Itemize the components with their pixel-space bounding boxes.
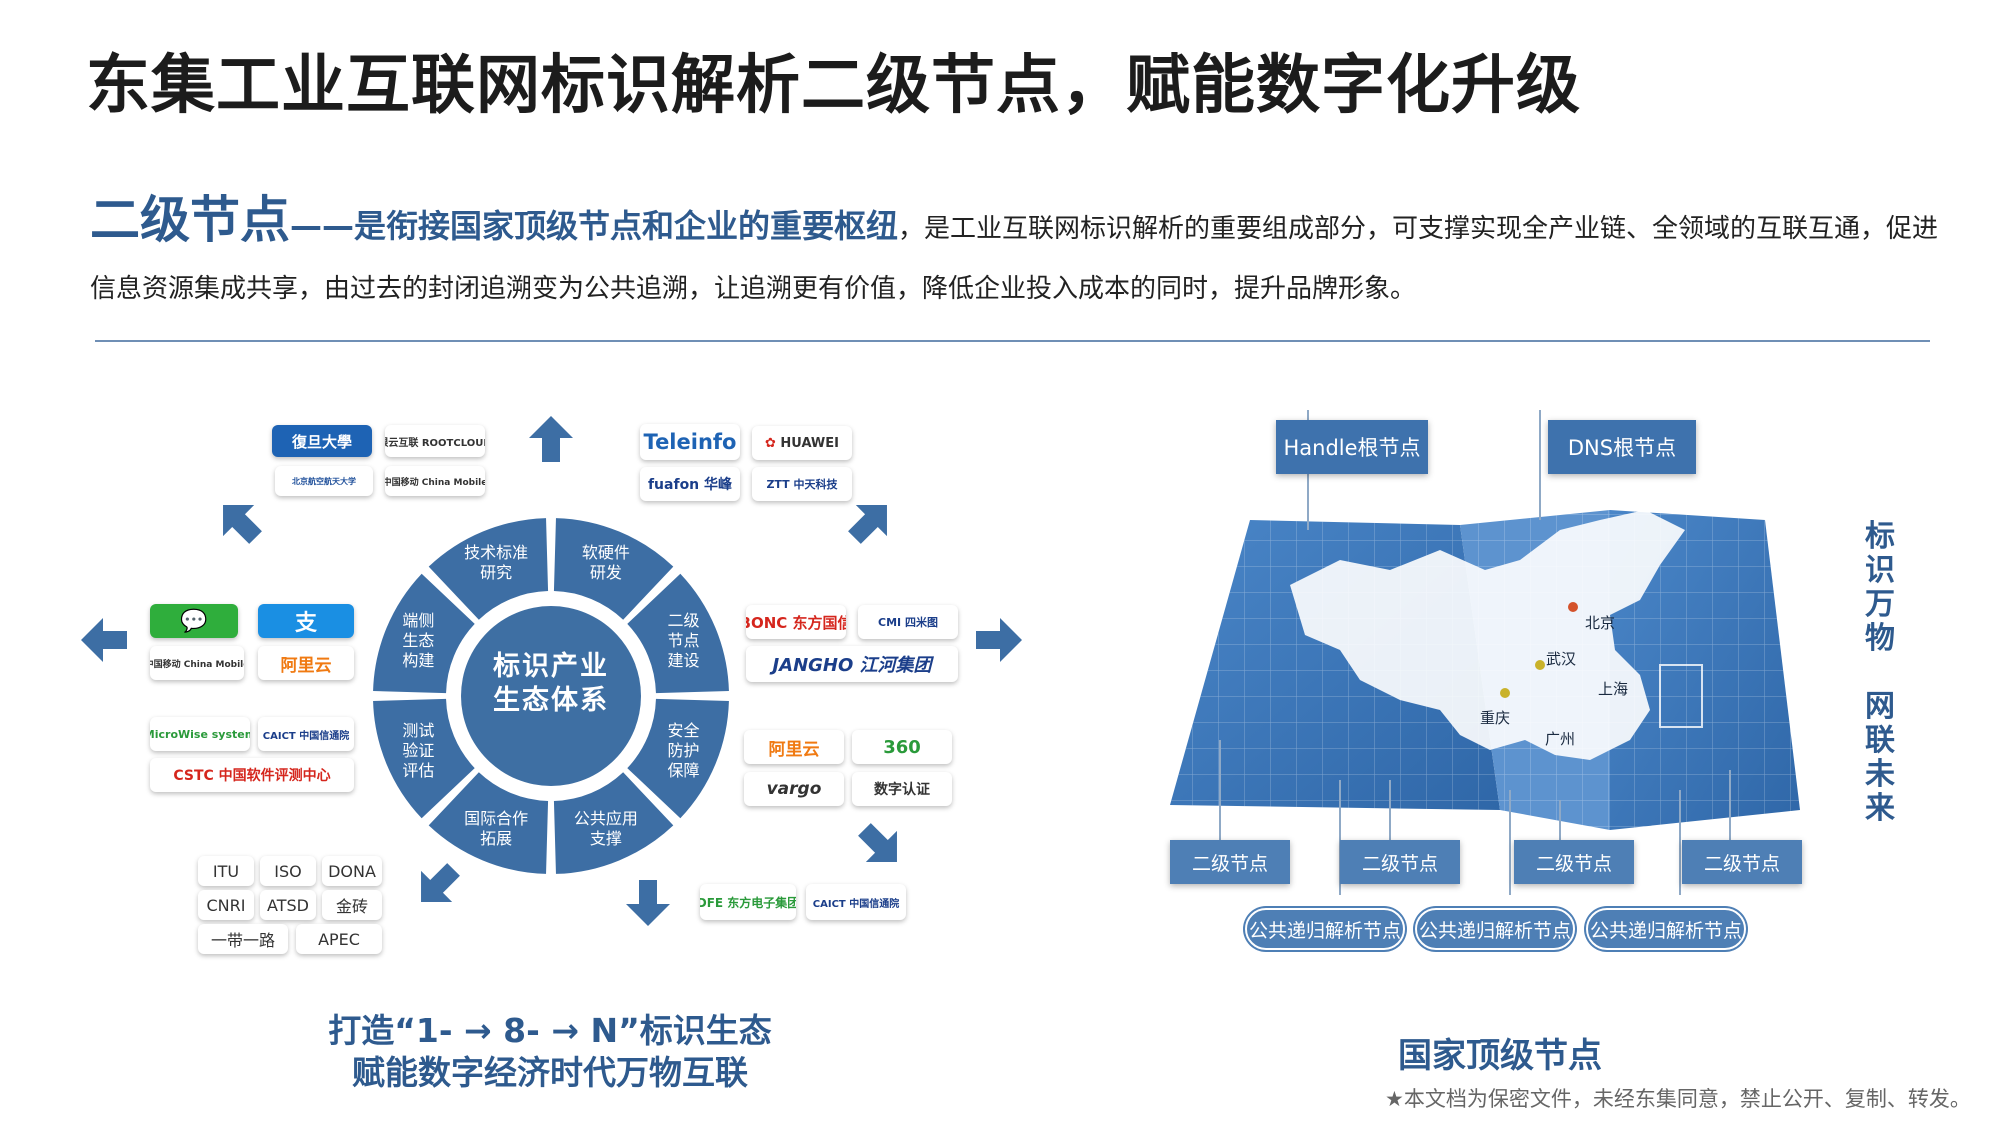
logo-caict-2: CAICT 中国信通院 <box>806 884 906 920</box>
ecosystem-center <box>461 606 641 786</box>
secondary-node-1: 二级节点 <box>1170 840 1290 884</box>
ecosystem-center-label: 标识产业 生态体系 <box>493 651 609 716</box>
intro-dash: —— <box>290 207 354 245</box>
ring-segment <box>428 772 549 874</box>
china-map-shape <box>1290 510 1685 760</box>
divider <box>95 340 1930 342</box>
side-slogan: 标 识 万 物 网 联 未 来 <box>1865 519 1895 826</box>
org-dona: DONA <box>322 856 382 886</box>
secondary-node-4: 二级节点 <box>1682 840 1802 884</box>
segment-label: 二级节点建设 <box>667 611 700 671</box>
intro-keyword: 二级节点 <box>90 191 290 249</box>
logo-microwise: MicroWise system <box>150 717 250 751</box>
ring-segment <box>627 698 729 819</box>
page-title: 东集工业互联网标识解析二级节点，赋能数字化升级 <box>86 49 1581 123</box>
logo-bonc: BONC 东方国信 <box>746 605 846 639</box>
logo-alipay: 支 <box>258 604 354 638</box>
org-belt-road: 一带一路 <box>198 924 288 954</box>
logo-beihang: 北京航空航天大学 <box>275 466 373 496</box>
segment-label: 公共应用支撑 <box>573 808 638 848</box>
logo-aliyun-1: 阿里云 <box>258 646 354 680</box>
ring-segment <box>553 518 674 620</box>
public-node-2: 公共递归解析节点 <box>1415 908 1575 950</box>
wechat-icon: 💬 <box>150 604 238 638</box>
city-shanghai: 上海 <box>1598 680 1629 698</box>
logo-huawei: ✿ HUAWEI <box>752 426 852 460</box>
secondary-node-3: 二级节点 <box>1514 840 1634 884</box>
segment-label: 端侧生态构建 <box>402 611 435 671</box>
ring-segment <box>373 698 475 819</box>
logo-ztt: ZTT 中天科技 <box>752 467 852 501</box>
ring-segment <box>627 573 729 694</box>
ring-segment <box>428 518 549 620</box>
logo-360: 360 <box>852 730 952 764</box>
city-guangzhou: 广州 <box>1545 730 1576 748</box>
logo-china-mobile-2: 中国移动 China Mobile <box>150 646 244 680</box>
ring-segment <box>553 772 674 874</box>
logo-cstc: CSTC 中国软件评测中心 <box>150 758 354 792</box>
logo-jangho: JANGHO 江河集团 <box>746 646 958 682</box>
confidential-footnote: ★本文档为保密文件，未经东集同意，禁止公开、复制、转发。 <box>1385 1087 1971 1111</box>
ecosystem-arrows <box>81 416 1022 926</box>
outward-arrow <box>858 823 897 862</box>
public-node-3: 公共递归解析节点 <box>1586 908 1746 950</box>
logo-rootcloud: 根云互联 ROOTCLOUD <box>385 425 485 457</box>
logo-caict-1: CAICT 中国信通院 <box>258 717 354 751</box>
public-node-1: 公共递归解析节点 <box>1245 908 1405 950</box>
intro-body: ，是工业互联网标识解析的重要组成部分，可支撑实现全产业链、全领域的互联互通，促进… <box>90 214 1939 304</box>
segment-label: 国际合作拓展 <box>464 808 529 848</box>
org-itu: ITU <box>198 856 254 886</box>
segment-label: 测试验证评估 <box>402 720 435 780</box>
city-wuhan: 武汉 <box>1546 650 1577 668</box>
segment-label: 安全防护保障 <box>667 720 700 780</box>
ecosystem-caption: 打造“1- → 8- → N”标识生态 赋能数字经济时代万物互联 <box>328 1011 772 1092</box>
outward-arrow <box>421 863 460 902</box>
map-caption: 国家顶级节点 <box>1398 1036 1602 1076</box>
map-graphic <box>1170 410 1800 895</box>
outward-arrow <box>626 880 670 926</box>
logo-cmi: CMI 四米图 <box>858 605 958 639</box>
outward-arrow <box>529 416 573 462</box>
pin-chongqing <box>1500 688 1510 698</box>
org-iso: ISO <box>260 856 316 886</box>
logo-digital-cert: 数字认证 <box>852 772 952 806</box>
south-sea-inset <box>1659 664 1703 728</box>
pin-beijing <box>1568 602 1578 612</box>
logo-vargo: vargo <box>744 772 844 806</box>
pin-wuhan <box>1535 660 1545 670</box>
logo-china-mobile-1: 中国移动 China Mobile <box>385 466 485 496</box>
handle-root-node: Handle根节点 <box>1276 420 1428 474</box>
logo-aliyun-2: 阿里云 <box>744 730 844 764</box>
city-beijing: 北京 <box>1585 614 1616 632</box>
intro-emphasis: 是衔接国家顶级节点和企业的重要枢纽 <box>354 207 899 245</box>
org-brics: 金砖 <box>322 890 382 920</box>
intro-paragraph: 二级节点——是衔接国家顶级节点和企业的重要枢纽，是工业互联网标识解析的重要组成部… <box>90 190 1940 319</box>
dns-root-node: DNS根节点 <box>1548 420 1696 474</box>
org-cnri: CNRI <box>198 890 254 920</box>
segment-label: 软硬件研发 <box>581 543 630 583</box>
outward-arrow <box>223 505 262 544</box>
logo-dfe: DFE 东方电子集团 <box>700 884 796 920</box>
ring-segment <box>373 573 475 694</box>
outward-arrow <box>848 505 887 544</box>
logo-fudan: 復旦大學 <box>272 425 372 457</box>
outward-arrow <box>976 618 1022 662</box>
logo-huafeng: fuafon 华峰 <box>640 467 740 501</box>
segment-label: 技术标准研究 <box>464 543 529 583</box>
logo-teleinfo: Teleinfo <box>640 424 740 460</box>
org-atsd: ATSD <box>260 890 316 920</box>
org-apec: APEC <box>296 924 382 954</box>
secondary-node-2: 二级节点 <box>1340 840 1460 884</box>
city-chongqing: 重庆 <box>1480 709 1511 727</box>
ecosystem-ring <box>373 518 729 874</box>
outward-arrow <box>81 618 127 662</box>
